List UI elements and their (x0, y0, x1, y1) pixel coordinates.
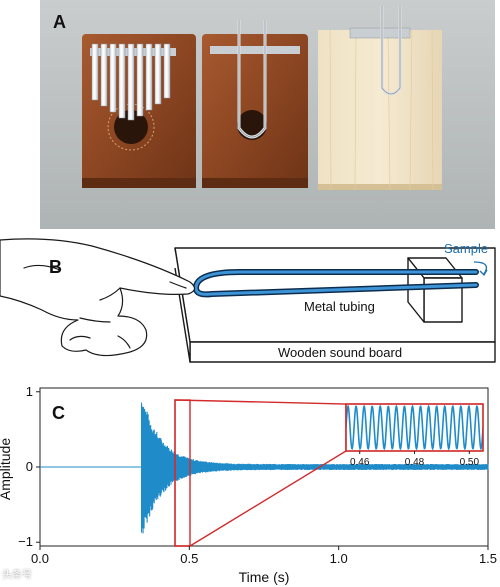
x-tick-label: 0.5 (180, 551, 198, 566)
metal-tubing (192, 269, 479, 298)
x-tick-label: 1.0 (330, 551, 348, 566)
x-axis-label: Time (s) (239, 569, 290, 585)
inset-signal-layer (346, 404, 483, 451)
main-ticks: 0.0 0.5 1.0 1.5 1 0 −1 (18, 384, 497, 566)
x-tick-label: 0.0 (31, 551, 49, 566)
tubing-label: Metal tubing (304, 299, 375, 314)
panel-a-letter: A (53, 12, 66, 32)
x-tick-label: 1.5 (479, 551, 497, 566)
inset-x-tick-label: 0.50 (460, 457, 480, 468)
signal-waveform (40, 402, 489, 534)
y-tick-label: 1 (26, 384, 33, 399)
panel-c-chart: 0.46 0.48 0.50 0.0 0.5 1.0 1.5 1 0 −1 Time (s) A… (0, 384, 497, 585)
panel-b-letter: B (49, 257, 62, 277)
y-tick-label: 0 (26, 459, 33, 474)
inset-ticks: 0.46 0.48 0.50 (350, 451, 480, 468)
panel-c-letter: C (52, 403, 65, 423)
inset-x-tick-label: 0.46 (350, 457, 370, 468)
hand-illustration (0, 238, 196, 357)
board-label: Wooden sound board (278, 345, 403, 360)
kalimba-tubing-photo (202, 20, 308, 188)
kalimba-tines-photo (82, 34, 196, 188)
pine-board-photo (318, 6, 442, 191)
sample-label: Sample (444, 241, 489, 256)
inset-waveform (346, 404, 483, 451)
inset-x-tick-label: 0.48 (405, 457, 425, 468)
y-tick-label: −1 (18, 534, 33, 549)
panel-b-diagram (0, 238, 496, 363)
inset-chart: 0.46 0.48 0.50 (345, 403, 484, 468)
panel-a-photo (40, 0, 495, 229)
signal-layer (40, 402, 489, 534)
watermark: 头条号 (2, 570, 32, 581)
y-axis-label: Amplitude (0, 438, 13, 500)
sample-arrowhead (479, 269, 488, 277)
zoom-box (174, 399, 191, 547)
